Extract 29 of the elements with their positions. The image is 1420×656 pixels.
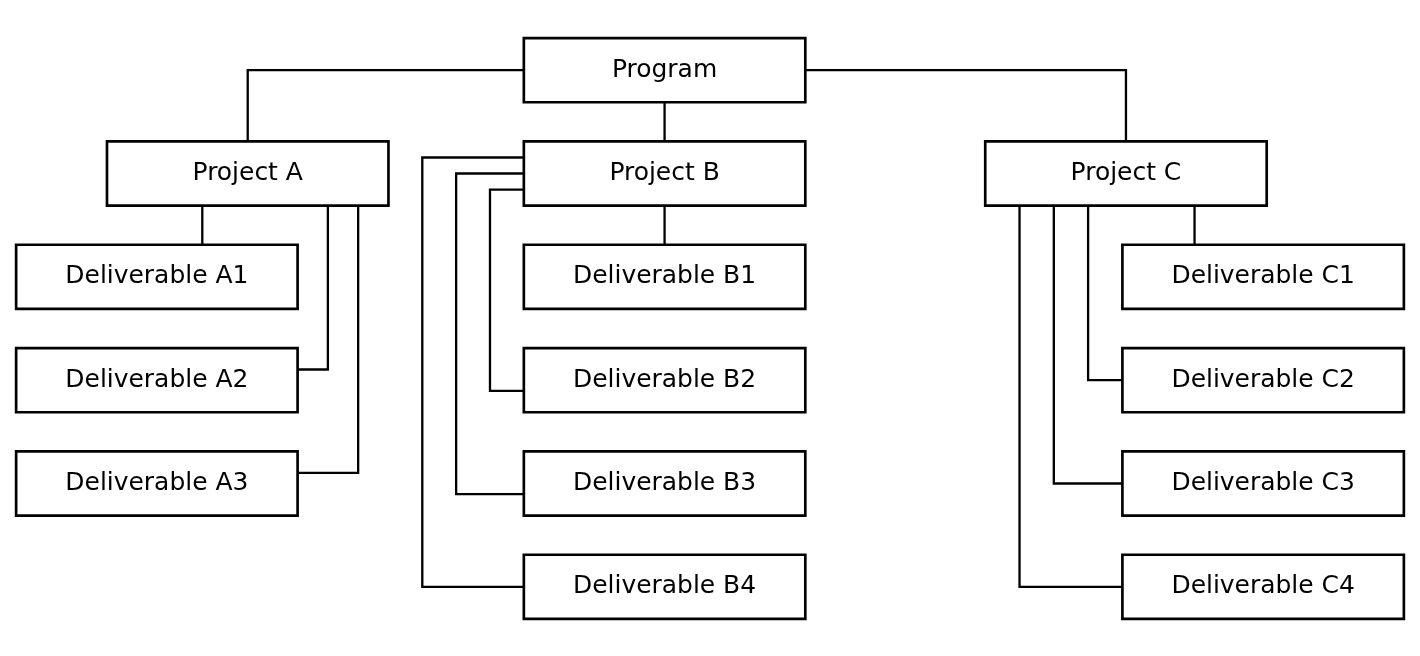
connector <box>246 68 524 141</box>
node-box: Deliverable A3 <box>14 449 299 517</box>
node-box: Deliverable B4 <box>522 552 807 620</box>
node-box: Deliverable B1 <box>522 242 807 310</box>
connector <box>1018 205 1123 588</box>
node-box: Deliverable B2 <box>522 346 807 414</box>
connector <box>455 171 524 495</box>
node-box: Deliverable C3 <box>1121 449 1406 517</box>
connector <box>1086 205 1122 381</box>
connector <box>663 101 666 141</box>
node-box: Deliverable C1 <box>1121 242 1406 310</box>
connector <box>297 205 360 474</box>
node-box: Deliverable B3 <box>522 449 807 517</box>
node-box: Deliverable A2 <box>14 346 299 414</box>
node-box: Deliverable A1 <box>14 242 299 310</box>
connector <box>421 155 524 588</box>
connector <box>298 205 330 371</box>
node-box: Project A <box>105 139 390 207</box>
connector <box>1193 205 1196 244</box>
connector <box>1052 205 1123 485</box>
node-box: Deliverable C4 <box>1121 552 1406 620</box>
connector <box>805 68 1128 141</box>
node-box: Project C <box>983 139 1269 207</box>
node-box: Deliverable C2 <box>1121 346 1406 414</box>
connector <box>488 187 524 392</box>
node-box: Program <box>522 36 807 104</box>
connector <box>663 205 666 244</box>
connector <box>201 205 204 244</box>
node-box: Project B <box>522 139 807 207</box>
